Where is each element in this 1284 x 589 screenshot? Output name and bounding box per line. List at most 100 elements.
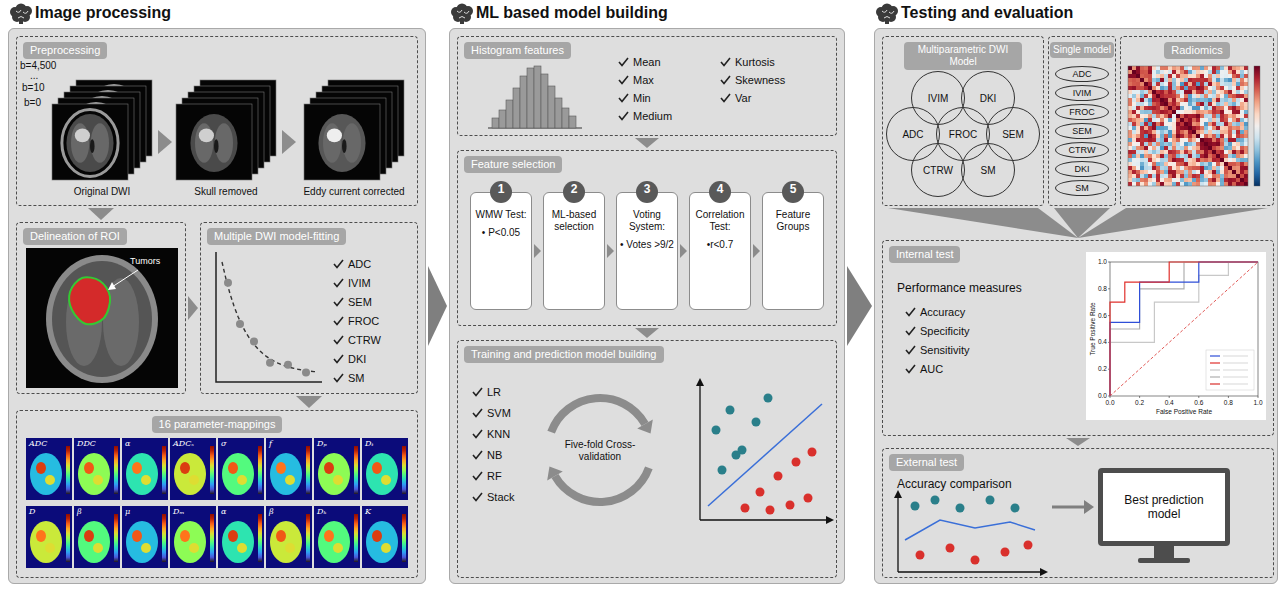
check-mark bbox=[333, 335, 344, 345]
parameter-map bbox=[74, 506, 120, 568]
heatmap-cell bbox=[1164, 154, 1168, 158]
heatmap-cell bbox=[1172, 142, 1176, 146]
tick-label: 1.0 bbox=[1253, 399, 1262, 406]
heatmap-cell bbox=[1180, 74, 1184, 78]
heatmap-cell bbox=[1140, 138, 1144, 142]
heatmap-cell bbox=[1240, 70, 1244, 74]
heatmap-cell bbox=[1160, 94, 1164, 98]
heatmap-cell bbox=[1240, 102, 1244, 106]
heatmap-cell bbox=[1200, 70, 1204, 74]
heatmap-cell bbox=[1192, 74, 1196, 78]
heatmap-cell bbox=[1168, 182, 1172, 186]
heatmap-cell bbox=[1188, 134, 1192, 138]
heatmap-cell bbox=[1168, 102, 1172, 106]
heatmap-cell bbox=[1244, 170, 1248, 174]
heatmap-cell bbox=[1212, 78, 1216, 82]
leader-line bbox=[112, 270, 138, 287]
callout-label: Tumors bbox=[130, 256, 160, 266]
heatmap-cell bbox=[1192, 66, 1196, 70]
heatmap-cell bbox=[1128, 102, 1132, 106]
heatmap-cell bbox=[1144, 158, 1148, 162]
heatmap-cell bbox=[1228, 98, 1232, 102]
check-stroke bbox=[721, 76, 730, 84]
heatmap-cell bbox=[1244, 70, 1248, 74]
heatmap-cell bbox=[1200, 74, 1204, 78]
heatmap-cell bbox=[1128, 74, 1132, 78]
heatmap-cell bbox=[1224, 134, 1228, 138]
heatmap-cell bbox=[1224, 90, 1228, 94]
heatmap-cell bbox=[1152, 154, 1156, 158]
heatmap-cell bbox=[1180, 162, 1184, 166]
heatmap-cell bbox=[1212, 106, 1216, 110]
lesion bbox=[327, 129, 342, 143]
class-a-point bbox=[718, 466, 727, 475]
heatmap-cell bbox=[1136, 86, 1140, 90]
heatmap-cell bbox=[1220, 158, 1224, 162]
map-hotspot bbox=[132, 530, 142, 542]
heatmap-cell bbox=[1148, 70, 1152, 74]
heatmap-cell bbox=[1236, 82, 1240, 86]
heatmap-cell bbox=[1216, 86, 1220, 90]
heatmap-cell bbox=[1220, 110, 1224, 114]
heatmap-cell bbox=[1204, 162, 1208, 166]
heatmap-cell bbox=[1208, 154, 1212, 158]
heatmap-cell bbox=[1152, 118, 1156, 122]
heatmap-cell bbox=[1236, 150, 1240, 154]
model-pill: SM bbox=[1055, 180, 1109, 196]
heatmap-cell bbox=[1172, 66, 1176, 70]
heatmap-cell bbox=[1164, 142, 1168, 146]
section-box: Histogram featuresMeanMaxMinMediumKurtos… bbox=[457, 36, 837, 136]
heatmap-cell bbox=[1220, 174, 1224, 178]
parameter-map bbox=[314, 506, 360, 568]
heatmap-cell bbox=[1144, 182, 1148, 186]
check-mark bbox=[720, 93, 731, 103]
heatmap-cell bbox=[1184, 114, 1188, 118]
heatmap-cell bbox=[1180, 142, 1184, 146]
heatmap-cell bbox=[1148, 94, 1152, 98]
heatmap-cell bbox=[1208, 74, 1212, 78]
heatmap-cell bbox=[1164, 178, 1168, 182]
checklist-item: FROC bbox=[333, 314, 379, 328]
heatmap-cell bbox=[1200, 86, 1204, 90]
heatmap-cell bbox=[1184, 98, 1188, 102]
heatmap-cell bbox=[1192, 70, 1196, 74]
heatmap-cell bbox=[1236, 122, 1240, 126]
brain-fold bbox=[16, 10, 28, 18]
heatmap-cell bbox=[1160, 174, 1164, 178]
heatmap-cell bbox=[1188, 82, 1192, 86]
heatmap-cell bbox=[1200, 166, 1204, 170]
tick-label: 1.0 bbox=[1098, 258, 1107, 265]
heatmap-cell bbox=[1228, 110, 1232, 114]
map-hotspot bbox=[324, 530, 334, 542]
heatmap-cell bbox=[1188, 122, 1192, 126]
heatmap-cell bbox=[1144, 106, 1148, 110]
check-stroke bbox=[619, 112, 628, 120]
heatmap-cell bbox=[1144, 146, 1148, 150]
heatmap-cell bbox=[1184, 102, 1188, 106]
heatmap-cell bbox=[1132, 78, 1136, 82]
heatmap-cell bbox=[1148, 86, 1152, 90]
heatmap-cell bbox=[1208, 102, 1212, 106]
heatmap-cell bbox=[1148, 158, 1152, 162]
heatmap-cell bbox=[1220, 134, 1224, 138]
heatmap-cell bbox=[1128, 170, 1132, 174]
checklist-item: Skewness bbox=[720, 73, 785, 87]
heatmap-cell bbox=[1240, 138, 1244, 142]
heatmap-cell bbox=[1148, 98, 1152, 102]
heatmap-cell bbox=[1184, 134, 1188, 138]
heatmap-cell bbox=[1140, 110, 1144, 114]
heatmap-cell bbox=[1140, 98, 1144, 102]
heatmap-cell bbox=[1224, 146, 1228, 150]
heatmap-cell bbox=[1180, 66, 1184, 70]
heatmap-cell bbox=[1232, 94, 1236, 98]
heatmap-cell bbox=[1216, 114, 1220, 118]
heatmap-cell bbox=[1128, 94, 1132, 98]
heatmap-cell bbox=[1232, 82, 1236, 86]
map-region bbox=[93, 475, 103, 485]
heatmap-cell bbox=[1132, 138, 1136, 142]
reference-line bbox=[1110, 262, 1258, 396]
heatmap-cell bbox=[1144, 78, 1148, 82]
check-stroke bbox=[906, 327, 915, 335]
heatmap-cell bbox=[1132, 134, 1136, 138]
model-name: FROC bbox=[949, 129, 977, 140]
